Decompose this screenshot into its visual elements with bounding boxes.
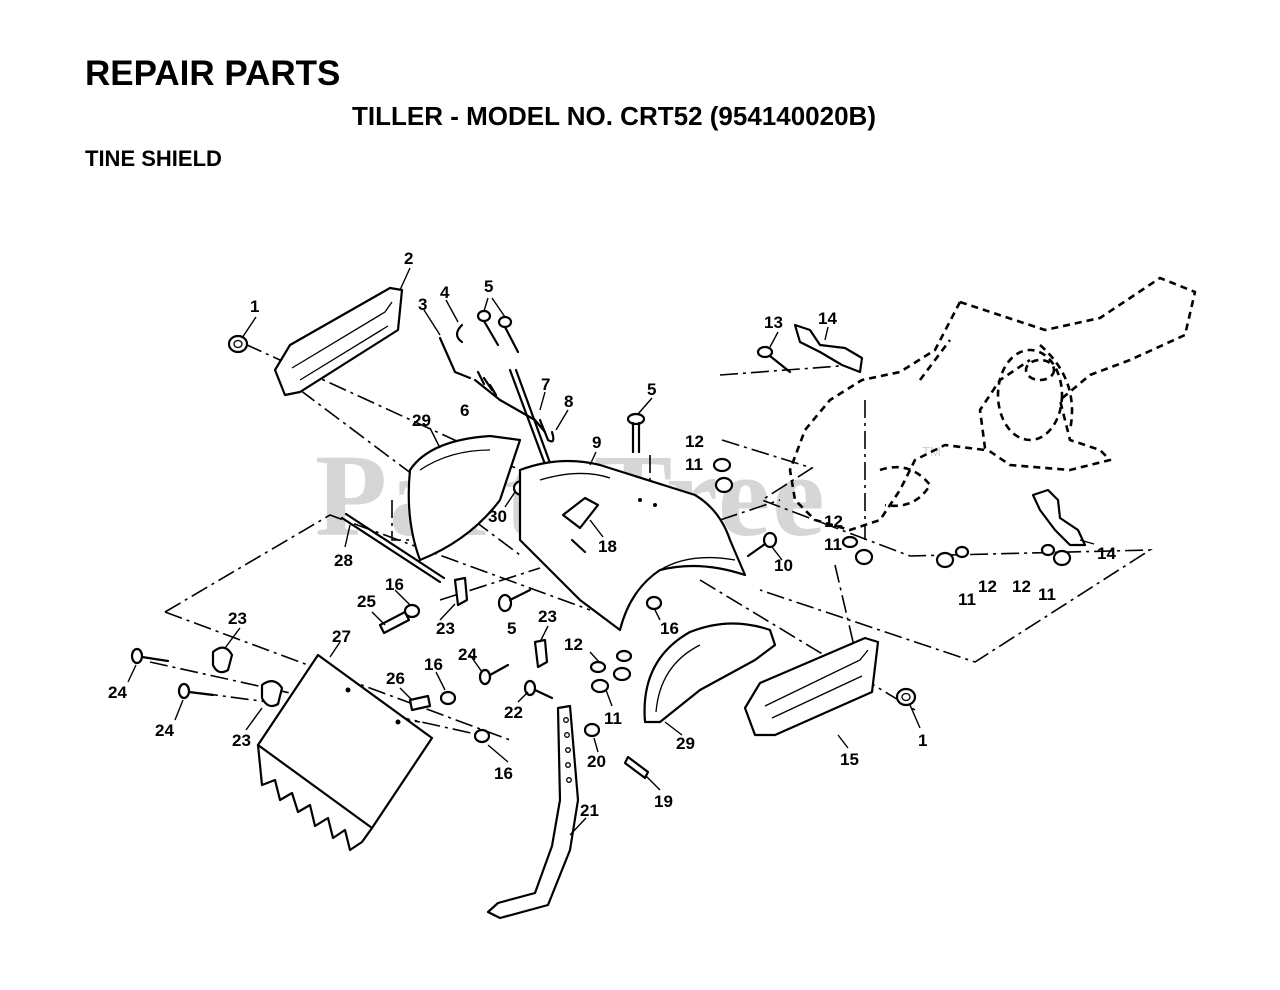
callout-part-25: 25: [357, 592, 376, 611]
callout-part-14: 14: [1097, 544, 1116, 563]
callout-part-15: 15: [840, 750, 859, 769]
callout-part-11: 11: [1038, 585, 1056, 604]
main-shield-part-9: [518, 459, 747, 632]
bolt-part-5-lower: [497, 588, 532, 613]
side-shield-part-15: [743, 636, 880, 737]
callout-part-12: 12: [564, 635, 583, 654]
hex-nut-part-1-right: [895, 687, 917, 707]
callout-part-5: 5: [647, 380, 656, 399]
depth-bar-part-21: [486, 704, 580, 920]
callout-part-12: 12: [1012, 577, 1031, 596]
callout-part-16: 16: [424, 655, 443, 674]
callout-part-14: 14: [818, 309, 837, 328]
callout-part-16: 16: [385, 575, 404, 594]
bolt-part-10: [746, 531, 778, 558]
callout-part-22: 22: [504, 703, 523, 722]
callout-part-30: 30: [488, 507, 507, 526]
hex-nut-part-1-left: [227, 334, 249, 354]
callout-part-20: 20: [587, 752, 606, 771]
callout-part-21: 21: [580, 801, 599, 820]
tine-wing-part-29-right: [643, 622, 777, 724]
transmission-housing: [788, 276, 1197, 532]
callout-part-24: 24: [108, 683, 127, 702]
pin-part-19: [623, 755, 650, 780]
section-title: TINE SHIELD: [85, 146, 222, 171]
bracket-part-14-lower: [1031, 488, 1087, 547]
callout-part-26: 26: [386, 669, 405, 688]
callout-part-8: 8: [564, 392, 573, 411]
bolts-part-24-22: [130, 647, 554, 700]
callout-part-23: 23: [228, 609, 247, 628]
leader-lines: [127, 267, 1095, 836]
callout-part-24: 24: [155, 721, 174, 740]
callout-part-12: 12: [978, 577, 997, 596]
callout-part-10: 10: [774, 556, 793, 575]
callout-part-13: 13: [764, 313, 783, 332]
rod-part-28: [340, 512, 446, 584]
callout-part-1: 1: [250, 297, 259, 316]
page-title: REPAIR PARTS: [85, 54, 341, 93]
callout-part-11: 11: [958, 590, 976, 609]
callout-part-1: 1: [918, 731, 927, 750]
callout-labels: 1 2 3 4 5 6 7 8 29 9 5 13 14 12 11 30 18…: [108, 249, 1116, 820]
callout-part-27: 27: [332, 627, 351, 646]
pin-part-25: [378, 610, 411, 635]
callout-part-18: 18: [598, 537, 617, 556]
callout-part-9: 9: [592, 433, 601, 452]
callout-part-29: 29: [412, 411, 431, 430]
callout-part-5: 5: [507, 619, 516, 638]
callout-part-5: 5: [484, 277, 493, 296]
callout-part-12: 12: [685, 432, 704, 451]
tine-wing-part-29-left: [407, 434, 532, 562]
callout-part-11: 11: [604, 709, 622, 728]
callout-part-23: 23: [436, 619, 455, 638]
callout-part-29: 29: [676, 734, 695, 753]
model-subtitle: TILLER - MODEL NO. CRT52 (954140020B): [352, 101, 876, 131]
brackets-part-23: [211, 576, 549, 708]
nut-part-20: [583, 722, 601, 738]
callout-part-11: 11: [685, 455, 703, 474]
callout-part-2: 2: [404, 249, 413, 268]
callout-part-3: 3: [418, 295, 427, 314]
callout-part-7: 7: [541, 375, 550, 394]
callout-part-19: 19: [654, 792, 673, 811]
callout-part-11: 11: [824, 535, 842, 554]
side-shield-part-2: [273, 286, 404, 397]
callout-part-23: 23: [232, 731, 251, 750]
bolt-part-5-center: [626, 412, 646, 454]
callout-part-23: 23: [538, 607, 557, 626]
callout-part-28: 28: [334, 551, 353, 570]
bracket-part-14-upper: [756, 323, 864, 374]
callout-part-16: 16: [494, 764, 513, 783]
washers-nuts-11-12: [589, 457, 1072, 694]
callout-part-4: 4: [440, 283, 450, 302]
callout-part-6: 6: [460, 401, 469, 420]
callout-part-12: 12: [824, 512, 843, 531]
callout-part-24: 24: [458, 645, 477, 664]
callout-part-16: 16: [660, 619, 679, 638]
nuts-part-16: [403, 595, 663, 744]
tailgate-part-27: [256, 653, 434, 852]
